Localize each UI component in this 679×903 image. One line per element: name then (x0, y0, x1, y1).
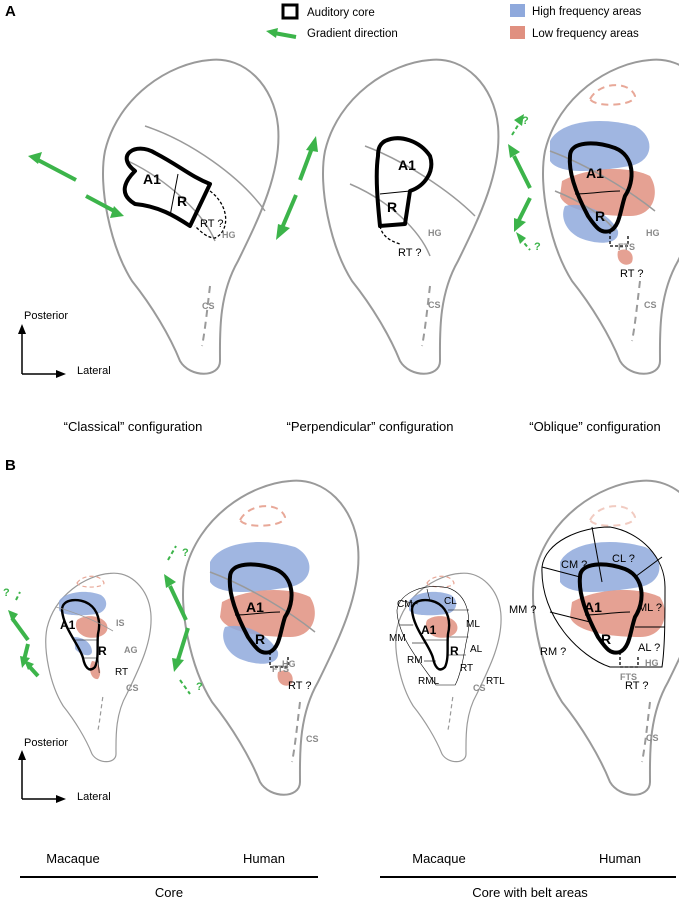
gyrus-hg: HG (646, 228, 660, 238)
axes-indicator-b: Posterior Lateral (18, 737, 111, 803)
gradient-uncertain-mark: ? (3, 587, 10, 599)
brain-human-belt (532, 479, 679, 796)
gradient-arrows-classical (28, 152, 124, 218)
sulcus-cs: CS (428, 300, 441, 310)
legend-low-frequency: Low frequency areas (532, 28, 639, 40)
brain-oblique: A1 R RT ? HG FTS CS (542, 58, 679, 375)
belt-al-uncertain: AL ? (638, 642, 660, 654)
region-rt-uncertain: RT ? (398, 247, 421, 259)
region-a1: A1 (584, 599, 602, 615)
gradient-arrows-perpendicular (276, 136, 318, 240)
gyrus-hg: HG (645, 658, 659, 668)
auditory-core-swatch (281, 3, 299, 20)
axis-posterior: Posterior (24, 737, 68, 749)
gradient-arrow-swatch (266, 28, 297, 39)
axis-posterior: Posterior (24, 310, 68, 322)
region-a1: A1 (586, 165, 604, 181)
region-rt-uncertain: RT ? (625, 680, 648, 692)
belt-mm: MM (389, 633, 406, 644)
sulcus-cs: CS (202, 301, 215, 311)
region-r: R (387, 199, 397, 215)
region-a1: A1 (421, 623, 437, 637)
gradient-arrows-human: ? ? (164, 545, 203, 695)
sulcus-cs: CS (126, 683, 139, 693)
region-a1: A1 (398, 157, 416, 173)
legend-high-frequency: High frequency areas (532, 6, 642, 18)
sulcus-cs: CS (644, 300, 657, 310)
belt-cm-uncertain: CM ? (561, 559, 587, 571)
brain-classical: A1 R RT ? HG CS (102, 58, 280, 375)
gradient-uncertain-mark: ? (534, 241, 541, 253)
belt-cl: CL (444, 596, 457, 607)
caption-macaque: Macaque (412, 851, 465, 866)
high-frequency-swatch (510, 4, 525, 17)
gradient-uncertain-mark: ? (196, 681, 203, 693)
region-a1: A1 (246, 599, 264, 615)
region-rt: RT (460, 663, 473, 674)
region-r: R (595, 208, 605, 224)
belt-rtl: RTL (486, 676, 505, 687)
caption-perpendicular: “Perpendicular” configuration (287, 419, 454, 434)
region-a1: A1 (143, 171, 161, 187)
region-rt: RT (115, 667, 128, 678)
sulcus-fts: FTS (272, 664, 289, 674)
region-rt-uncertain: RT ? (200, 218, 223, 230)
legend: Auditory core Gradient direction High fr… (266, 3, 642, 40)
axes-indicator-a: Posterior Lateral (18, 310, 111, 378)
gradient-arrows-oblique: ? ? (508, 114, 541, 253)
region-rt-uncertain: RT ? (288, 680, 311, 692)
region-r: R (601, 631, 611, 647)
sulcus-cs: CS (473, 683, 486, 693)
gyrus-hg: HG (428, 228, 442, 238)
caption-human: Human (599, 851, 641, 866)
belt-ml: ML (466, 619, 480, 630)
gyrus-hg: HG (282, 659, 296, 669)
belt-rml: RML (418, 676, 440, 687)
sulcus-fts: FTS (618, 242, 635, 252)
brain-macaque-belt (395, 572, 502, 763)
belt-rm-uncertain: RM ? (540, 646, 566, 658)
belt-cm: CM (397, 599, 413, 610)
gyrus-ag: AG (124, 645, 138, 655)
belt-rm: RM (407, 655, 423, 666)
region-r: R (98, 644, 107, 658)
brain-human-core: A1 R RT ? HG FTS CS (182, 479, 360, 796)
sulcus-cs: CS (646, 733, 659, 743)
sulcus-is: IS (116, 618, 125, 628)
caption-macaque: Macaque (46, 851, 99, 866)
gyrus-hg: HG (222, 230, 236, 240)
region-a1: A1 (60, 618, 76, 632)
gradient-uncertain-mark: ? (182, 547, 189, 559)
region-r: R (177, 193, 187, 209)
gradient-arrows-macaque: ? (3, 587, 40, 678)
belt-ml-uncertain: ML ? (638, 602, 662, 614)
panel-a-label: A (5, 3, 16, 20)
panel-b-label: B (5, 457, 16, 474)
caption-oblique: “Oblique” configuration (529, 419, 661, 434)
legend-gradient-direction: Gradient direction (307, 28, 398, 40)
region-rt-uncertain: RT ? (620, 268, 643, 280)
region-r: R (450, 644, 459, 658)
caption-classical: “Classical” configuration (64, 419, 203, 434)
belt-cl-uncertain: CL ? (612, 553, 635, 565)
caption-human: Human (243, 851, 285, 866)
caption-core-with-belt: Core with belt areas (472, 885, 588, 900)
low-frequency-swatch (510, 26, 525, 39)
axis-lateral: Lateral (77, 365, 111, 377)
axis-lateral: Lateral (77, 791, 111, 803)
sulcus-cs: CS (306, 734, 319, 744)
caption-core: Core (155, 885, 183, 900)
belt-mm-uncertain: MM ? (509, 604, 537, 616)
region-r: R (255, 631, 265, 647)
brain-perpendicular: A1 R RT ? HG CS (322, 58, 500, 375)
legend-auditory-core: Auditory core (307, 7, 375, 19)
sulcus-fts: FTS (620, 672, 637, 682)
belt-al: AL (470, 644, 483, 655)
gradient-uncertain-mark: ? (522, 115, 529, 127)
brain-macaque-core (45, 572, 152, 763)
